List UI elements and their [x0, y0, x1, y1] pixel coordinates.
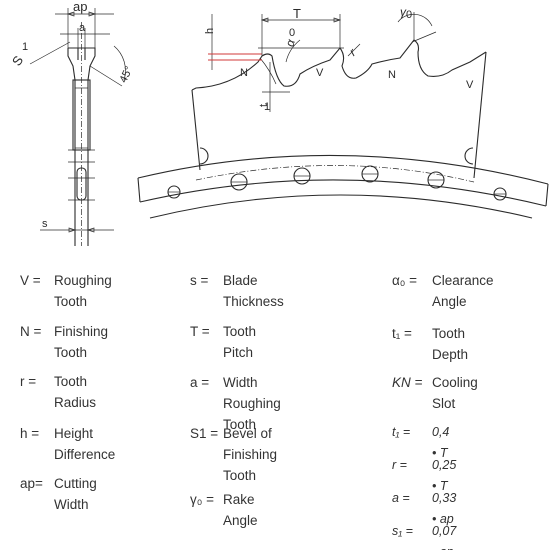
legend-key: a = [190, 375, 210, 390]
legend-key: γ₀ = [190, 492, 214, 507]
label-gamma0-subscript: 0 [406, 9, 412, 21]
legend-key: r = [20, 374, 37, 389]
formula-value: 0,07 • ap [432, 524, 457, 550]
legend-value: Rake Angle [223, 492, 258, 528]
label-s1-subscript: 1 [22, 41, 28, 53]
label-h: h [204, 28, 216, 34]
legend-value: Cutting Width [54, 476, 97, 512]
legend-value: Cooling Slot [432, 375, 478, 411]
legend-value: Height Difference [54, 426, 116, 462]
legend-value: Bevel of Finishing Tooth [223, 426, 278, 483]
label-45-degrees: 45° [118, 65, 136, 85]
legend-value: Tooth Pitch [223, 324, 257, 360]
label-roughing-tooth: V [466, 79, 474, 91]
formula-key: a = [392, 491, 410, 505]
legend-key: t₁ = [392, 326, 412, 341]
label-s1: S [9, 53, 26, 69]
legend-key: s = [190, 273, 209, 288]
formula-key: s₁ = [392, 524, 413, 538]
label-finishing-tooth: N [388, 69, 396, 81]
tooth-geometry-drawing: ap a S 1 45° s [9, 0, 549, 246]
label-t1-subscript: 1 [264, 101, 270, 113]
legend-value: Tooth Radius [54, 374, 97, 410]
label-finishing-tooth: N [240, 67, 248, 79]
label-alpha0: α [283, 37, 299, 48]
formula-value: 0,33 • ap [432, 491, 457, 526]
label-T: T [293, 6, 301, 21]
formula-value: 0,4 • T [432, 425, 450, 460]
legend-key: V = [20, 273, 41, 288]
label-t1: t [258, 104, 270, 107]
label-roughing-tooth: V [316, 67, 324, 79]
legend-key: α₀ = [392, 273, 418, 288]
blade-cross-section: ap a S 1 45° s [9, 0, 136, 246]
legend-key: S1 = [190, 426, 219, 441]
tooth-profile-view: h T α 0 γ 0 r t 1 N V N V [137, 5, 549, 219]
legend-value: Finishing Tooth [54, 324, 109, 360]
formula-key: t₁ = [392, 425, 411, 439]
legend-value: Width Roughing Tooth [223, 375, 281, 432]
formula-value: 0,25 • T [432, 458, 457, 493]
label-ap: ap [73, 0, 87, 14]
formula-key: r = [392, 458, 407, 472]
legend-value: Tooth Depth [432, 326, 469, 362]
legend-key: h = [20, 426, 40, 441]
legend-value: Roughing Tooth [54, 273, 112, 309]
legend-key: ap= [20, 476, 43, 491]
label-alpha0-subscript: 0 [289, 27, 295, 39]
legend-key: T = [190, 324, 210, 339]
label-s: s [42, 218, 48, 230]
label-gamma0: γ [400, 5, 407, 19]
legend-value: Blade Thickness [223, 273, 284, 309]
legend-key: N = [20, 324, 42, 339]
legend-value: Clearance Angle [432, 273, 494, 309]
label-a: a [79, 22, 86, 34]
legend-key: KN = [392, 375, 423, 390]
